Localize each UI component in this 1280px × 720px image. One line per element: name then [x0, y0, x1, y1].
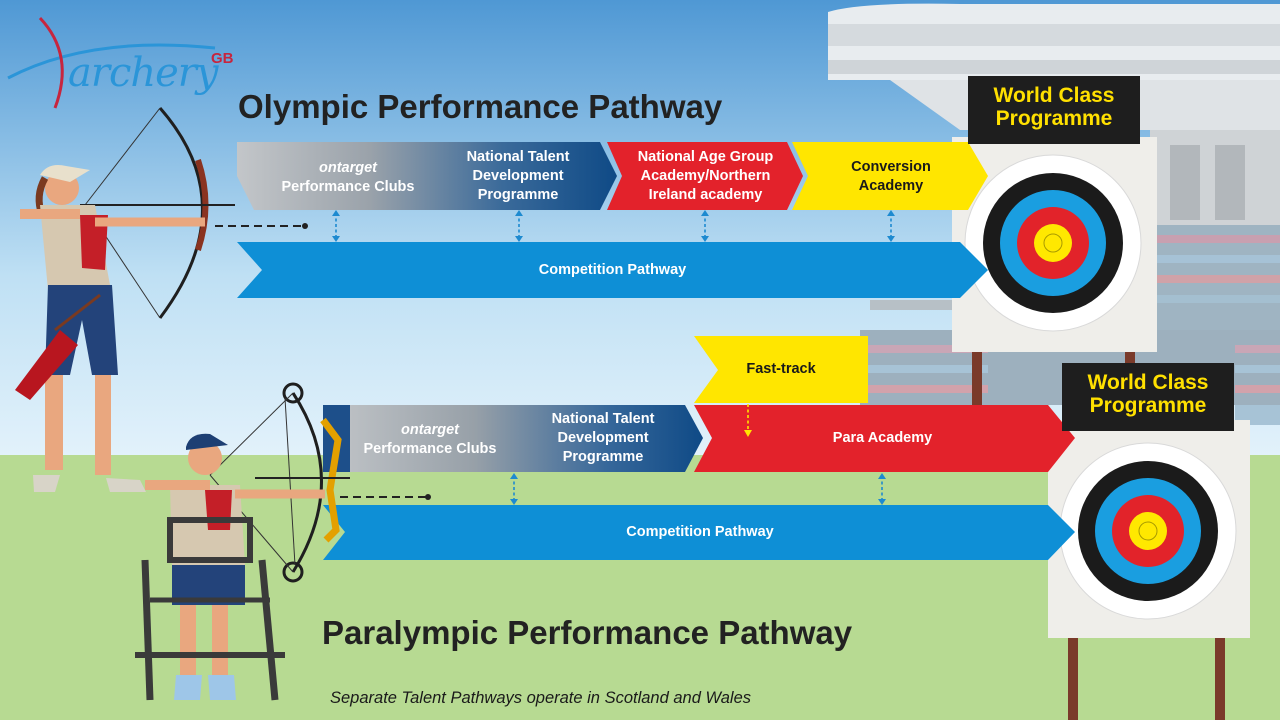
paralympic-target-board: [1048, 420, 1250, 720]
paralympic-competition-pathway-label: Competition Pathway: [626, 524, 774, 540]
archery-gb-logo-superscript: GB: [211, 50, 234, 67]
olympic-stage-ntdp-label: National Talent Development Programme: [466, 149, 570, 203]
archery-gb-logo-swoosh: [7, 16, 216, 109]
wheelchair-archer-illustration: [135, 382, 431, 701]
olympic-world-class-programme-label: World Class Programme: [968, 76, 1140, 144]
olympic-stage-age-group-label: National Age Group Academy/Northern Irel…: [637, 149, 774, 203]
olympic-stage-age-group-arrow: [607, 142, 803, 210]
paralympic-fast-track-arrow: [694, 336, 868, 403]
paralympic-world-class-programme-label: World Class Programme: [1062, 363, 1234, 431]
olympic-stage-conversion-arrow: [792, 142, 988, 210]
paralympic-competition-arrow: [323, 505, 1075, 560]
olympic-competition-pathway-label: Competition Pathway: [538, 262, 687, 278]
olympic-stage-clubs-label: ontarget Performance Clubs: [281, 160, 415, 195]
olympic-connectors: [335, 213, 892, 239]
paralympic-fast-track-label: Fast-track: [746, 361, 816, 377]
olympic-pathway-title: Olympic Performance Pathway: [238, 88, 723, 125]
paralympic-para-academy-label: Para Academy: [832, 430, 933, 446]
olympic-target-board: [952, 137, 1157, 405]
paralympic-stage-clubs-label: ontarget Performance Clubs: [363, 422, 497, 457]
footnote: Separate Talent Pathways operate in Scot…: [330, 689, 752, 707]
paralympic-para-academy-arrow: [694, 405, 1075, 472]
paralympic-stage-ntdp-label: National Talent Development Programme: [551, 411, 655, 465]
olympic-competition-arrow: [237, 242, 988, 298]
paralympic-connectors: [513, 476, 883, 502]
paralympic-pathway-title: Paralympic Performance Pathway: [322, 614, 853, 651]
fast-track-connector: [744, 404, 752, 437]
olympic-stage-conversion-label: Conversion Academy: [851, 159, 931, 194]
archery-gb-logo: archery: [68, 50, 219, 96]
olympic-stage-clubs-and-ntdp-arrow: [237, 142, 617, 210]
paralympic-stage-clubs-and-ntdp-arrow: [323, 405, 703, 472]
standing-archer-illustration: [15, 107, 308, 492]
olympic-connector-arrowheads: [332, 210, 895, 242]
